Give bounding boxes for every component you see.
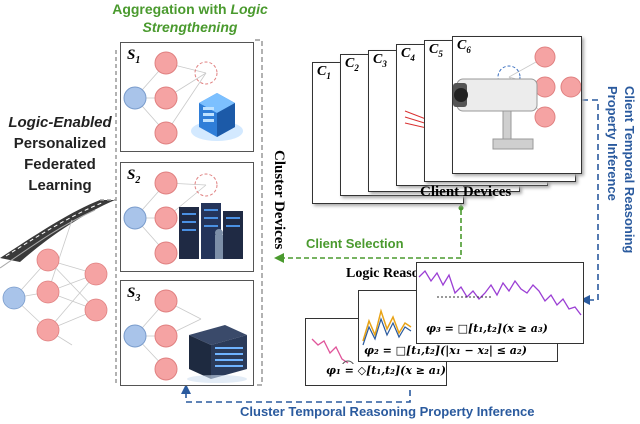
client-card-stack: C1 C2 C3 C4 C5 C6 xyxy=(300,36,590,205)
cloud-server-icon xyxy=(191,93,243,141)
client-card-6[interactable]: C6 xyxy=(452,36,582,174)
cluster-devices-label: Cluster Devices xyxy=(271,150,287,250)
client-inference-loop xyxy=(580,99,599,305)
global-network-icon xyxy=(2,219,108,346)
local-network-2 xyxy=(123,171,218,265)
formula-phi2: φ₂ = □[t₁,t₂](|x₁ − x₂| ≤ a₂) xyxy=(364,344,527,357)
purple-signal-plot xyxy=(418,269,582,316)
server-box-1[interactable]: S1 xyxy=(120,42,254,152)
formula-phi1: φ₁ = ◇[t₁,t₂](x ≥ a₁) xyxy=(326,364,446,377)
data-center-icon xyxy=(179,203,243,259)
orange-blue-signal-plot xyxy=(362,308,412,346)
client-devices-label: Client Devices xyxy=(420,184,512,200)
server-label-1: S1 xyxy=(127,47,141,66)
server-label-2: S2 xyxy=(127,167,141,186)
server-box-3[interactable]: S3 xyxy=(120,280,254,386)
cluster-bracket xyxy=(255,39,263,386)
local-network-3 xyxy=(123,289,202,381)
left-title: Logic-Enabled Personalized Federated Lea… xyxy=(8,114,112,194)
local-network-1 xyxy=(123,51,218,145)
server-rack-icon xyxy=(187,325,247,383)
cluster-inference-label: Cluster Temporal Reasoning Property Infe… xyxy=(240,404,535,419)
cluster-inference-loop xyxy=(181,380,411,403)
client-selection-label: Client Selection xyxy=(306,236,404,251)
server-box-2[interactable]: S2 xyxy=(120,162,254,272)
security-camera-icon xyxy=(453,46,581,150)
client-selection-arrow xyxy=(274,202,464,263)
server-label-3: S3 xyxy=(127,285,141,304)
road-icon xyxy=(0,200,115,269)
aggregation-title: Aggregation with Logic Strengthening xyxy=(112,1,268,35)
formula-phi3: φ₃ = □[t₁,t₂](x ≥ a₃) xyxy=(426,322,548,335)
